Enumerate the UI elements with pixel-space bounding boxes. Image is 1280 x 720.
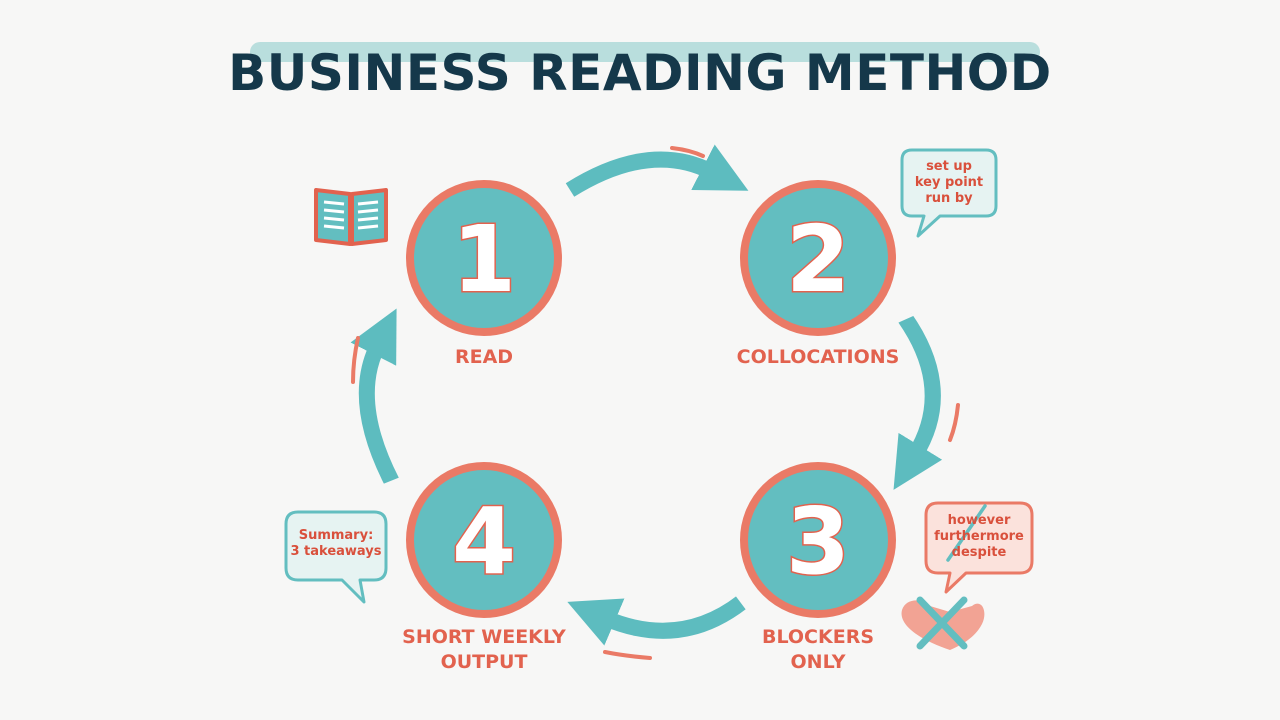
step-1-circle: 1 [406, 180, 562, 336]
step-3-label-line-1: BLOCKERS [761, 626, 875, 648]
bubble-step-4-text: Summary: 3 takeaways [286, 528, 386, 560]
arrow-3-to-4 [567, 593, 750, 660]
step-2-number: 2 [786, 206, 850, 313]
step-2-circle: 2 [740, 180, 896, 336]
title-highlight [250, 42, 1040, 62]
step-1-number: 1 [452, 206, 516, 313]
arrow-2-to-3 [893, 312, 960, 490]
step-2-label-text: COLLOCATIONS [736, 346, 900, 368]
page-title: BUSINESS READING METHOD [228, 44, 1052, 102]
step-4-number: 4 [452, 488, 516, 595]
bubble-step-3-line-2: furthermore [934, 529, 1024, 544]
bubble-step-3-line-3: despite [951, 545, 1007, 560]
step-4-circle: 4 [406, 462, 562, 618]
bubble-step-4-line-2: 3 takeaways [290, 544, 382, 559]
arrow-1-to-2 [560, 144, 749, 199]
arrow-4-to-1 [350, 308, 403, 488]
speech-bubble-step-3 [924, 501, 1034, 594]
step-4-label: SHORT WEEKLY OUTPUT [384, 625, 584, 675]
step-3-label: BLOCKERS ONLY [748, 625, 888, 675]
step-3-number: 3 [786, 488, 850, 595]
bubble-step-2-line-1: set up [926, 159, 972, 174]
bubble-step-3-text: however furthermore despite [926, 513, 1032, 561]
step-3-circle: 3 [740, 462, 896, 618]
step-2-label: COLLOCATIONS [718, 345, 918, 370]
step-1-label-text: READ [454, 346, 514, 368]
bubble-step-2-line-3: run by [925, 191, 973, 206]
step-4-label-line-1: SHORT WEEKLY [402, 626, 566, 648]
title-container: BUSINESS READING METHOD [0, 40, 1280, 106]
bubble-step-2-text: set up key point run by [902, 159, 996, 207]
speech-bubble-step-2 [900, 148, 998, 238]
step-4-label-line-2: OUTPUT [440, 651, 528, 673]
step-1-label: READ [424, 345, 544, 370]
open-book-icon [314, 188, 388, 246]
step-3-label-line-2: ONLY [790, 651, 846, 673]
bubble-step-3-line-1: however [947, 513, 1011, 528]
bubble-step-2-line-2: key point [914, 175, 984, 190]
bubble-step-4-line-1: Summary: [298, 528, 374, 543]
speech-bubble-step-4 [284, 510, 388, 604]
crossed-out-heart-icon [901, 596, 985, 650]
